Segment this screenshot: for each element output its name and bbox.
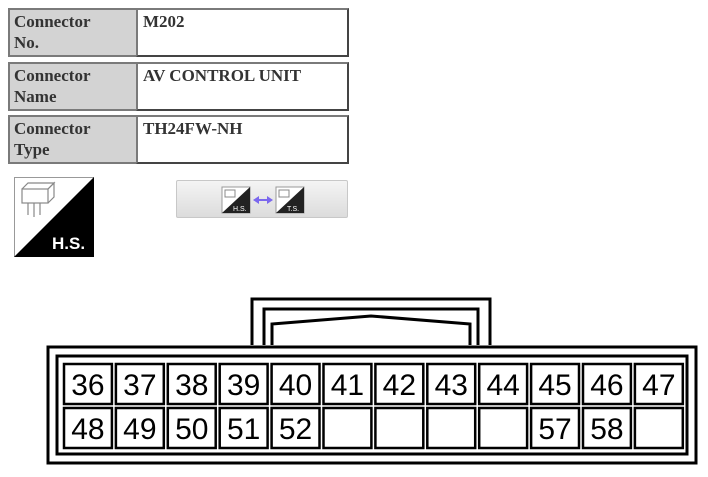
pin-number-51: 51	[227, 413, 260, 446]
harness-side-icon: H.S.	[14, 177, 94, 257]
pin-cavity-44	[477, 362, 529, 406]
toggle-left-label: H.S.	[233, 206, 247, 213]
pin-cavity-45	[529, 362, 581, 406]
pin-cavity-50	[166, 406, 217, 450]
pin-cavity-57	[529, 406, 581, 450]
pin-number-46: 46	[590, 369, 623, 402]
pin-cavity-47	[633, 362, 685, 406]
label-line: Connector	[14, 119, 91, 138]
pin-cavity-43	[426, 362, 477, 406]
pin-number-47: 47	[642, 369, 675, 402]
connector-face-diagram: 36 37 38 39 40 41 42 43 44 45 46 47 48 49 50 51 52 57 58	[0, 290, 708, 475]
pin-number-39: 39	[227, 369, 260, 402]
connector-type-label: Connector Type	[8, 115, 138, 164]
pin-cavity-38	[166, 362, 217, 406]
terminal-side-mini-icon: T.S.	[275, 186, 305, 214]
pin-cavity-39	[218, 362, 269, 406]
connector-type-value: TH24FW-NH	[136, 115, 349, 164]
pin-cavity-51	[218, 406, 269, 450]
pin-number-58: 58	[590, 413, 623, 446]
pin-cavity-36	[62, 362, 114, 406]
pin-number-49: 49	[123, 413, 156, 446]
pin-cavity-49	[114, 406, 166, 450]
pin-number-45: 45	[538, 369, 571, 402]
pin-cavity-58	[581, 406, 633, 450]
pin-number-52: 52	[279, 413, 312, 446]
pin-number-43: 43	[435, 369, 468, 402]
pin-cavity-42	[374, 362, 425, 406]
double-arrow-icon	[253, 196, 273, 204]
pin-number-41: 41	[331, 369, 364, 402]
pin-number-50: 50	[175, 413, 208, 446]
pin-cavity-empty	[322, 406, 373, 450]
pin-cavity-empty	[477, 406, 529, 450]
pin-cavity-empty	[426, 406, 477, 450]
pin-cavity-52	[270, 406, 321, 450]
toggle-right-label: T.S.	[287, 206, 299, 213]
pin-number-40: 40	[279, 369, 312, 402]
label-line: No.	[14, 33, 40, 52]
hs-icon-label: H.S.	[52, 234, 85, 253]
view-toggle-button[interactable]: H.S. T.S.	[176, 180, 348, 218]
pin-number-36: 36	[71, 369, 104, 402]
pin-cavity-48	[62, 406, 114, 450]
connector-no-value: M202	[136, 8, 349, 57]
label-line: Connector	[14, 12, 91, 31]
pin-number-48: 48	[71, 413, 104, 446]
pin-cavity-40	[270, 362, 321, 406]
harness-side-mini-icon: H.S.	[221, 186, 251, 214]
connector-name-label: Connector Name	[8, 62, 138, 111]
connector-no-label: Connector No.	[8, 8, 138, 57]
pin-grid: 36 37 38 39 40 41 42 43 44 45 46 47 48 49 50 51 52 57 58	[62, 362, 685, 450]
pin-cavity-41	[322, 362, 373, 406]
pin-number-44: 44	[486, 369, 519, 402]
label-line: Type	[14, 140, 50, 159]
pin-cavity-37	[114, 362, 166, 406]
connector-name-value: AV CONTROL UNIT	[136, 62, 349, 111]
pin-number-37: 37	[123, 369, 156, 402]
pin-cavity-empty	[374, 406, 425, 450]
pin-cavity-46	[581, 362, 633, 406]
label-line: Connector	[14, 66, 91, 85]
pin-number-42: 42	[383, 369, 416, 402]
pin-number-57: 57	[538, 413, 571, 446]
pin-number-38: 38	[175, 369, 208, 402]
label-line: Name	[14, 87, 57, 106]
pin-cavity-empty	[633, 406, 685, 450]
